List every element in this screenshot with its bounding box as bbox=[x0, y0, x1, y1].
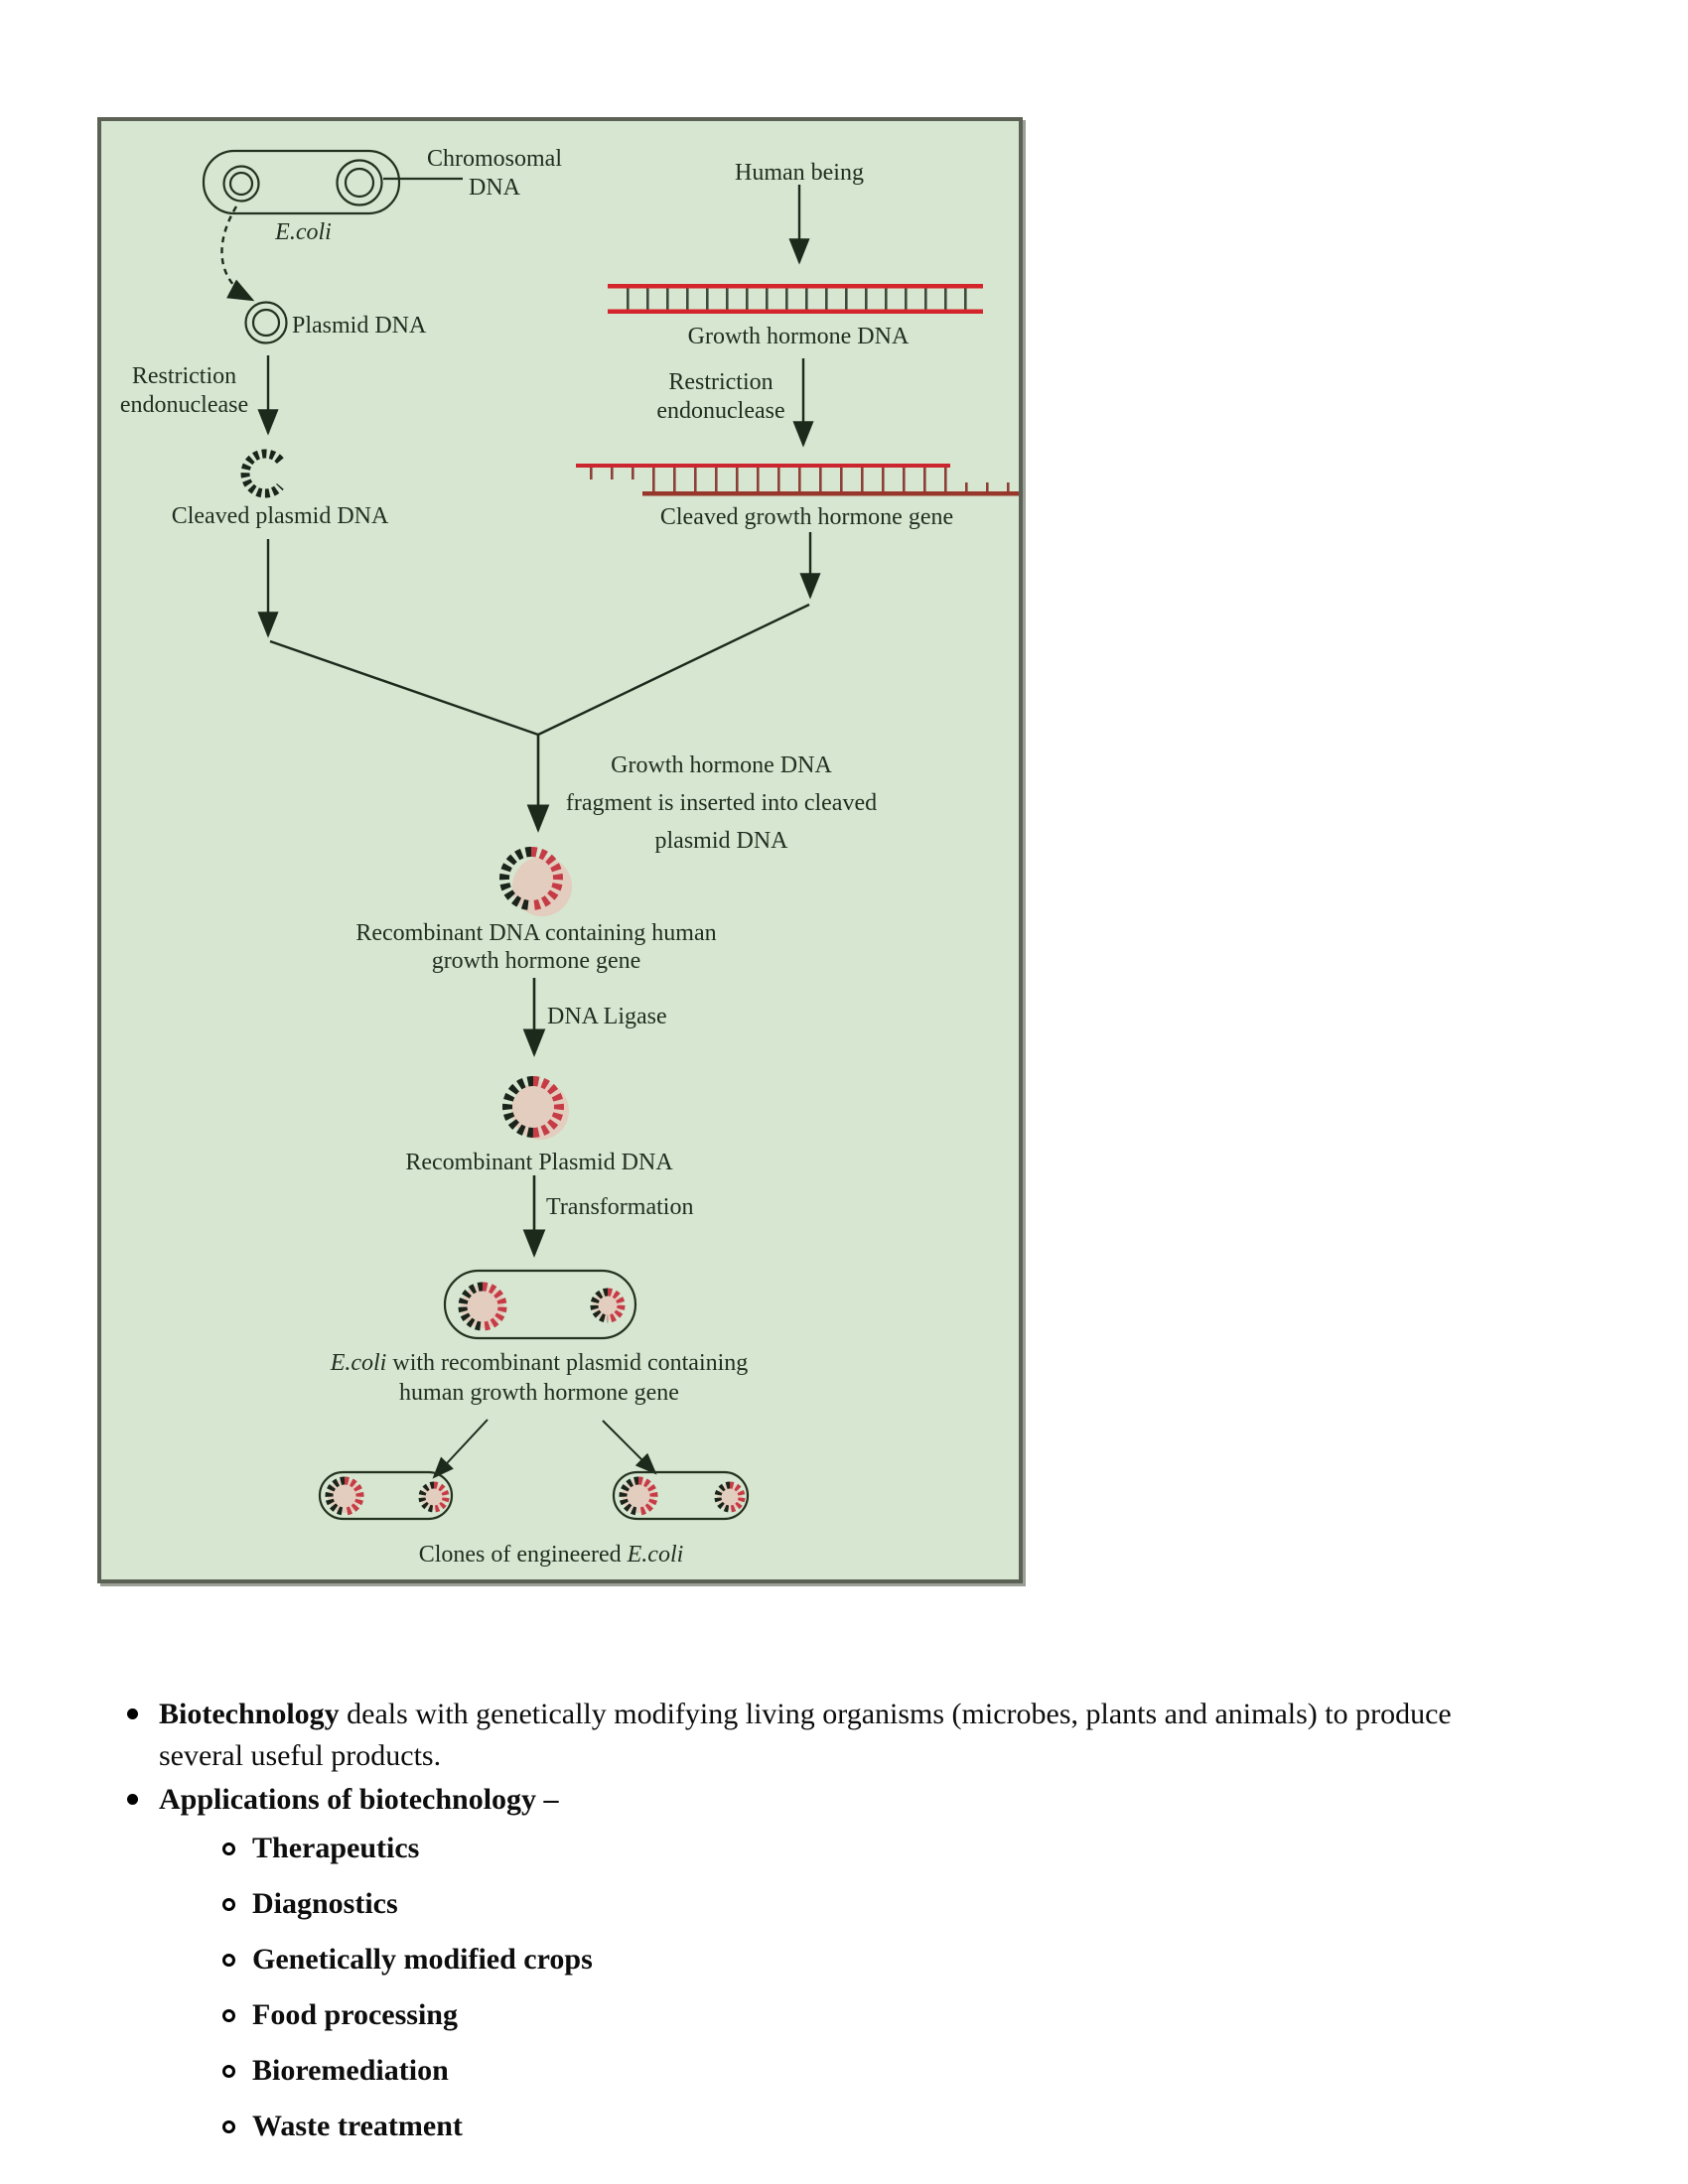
human-being-label: Human being bbox=[735, 160, 864, 186]
circle-bullet-icon bbox=[222, 2008, 235, 2022]
recombinant-dna-icon bbox=[499, 847, 572, 916]
cleaved-plasmid-icon bbox=[240, 449, 284, 498]
application-item: Genetically modified crops bbox=[222, 1932, 1617, 1987]
application-item: Food processing bbox=[222, 1987, 1617, 2043]
recombinant-plasmid-icon bbox=[502, 1076, 569, 1140]
applications-heading: Applications of biotechnology – bbox=[159, 1783, 559, 1816]
recombinant-plasmid-dna-label: Recombinant Plasmid DNA bbox=[405, 1150, 673, 1175]
right-merge-line bbox=[537, 603, 810, 737]
chromosomal-dna-label: Chromosomal DNA bbox=[427, 146, 562, 201]
restriction-endonuclease-right-label: Restriction endonuclease bbox=[656, 369, 785, 424]
bullet-biotechnology: Biotechnology deals with genetically mod… bbox=[127, 1694, 1617, 1777]
circle-bullet-icon bbox=[222, 1897, 235, 1911]
circle-bullet-icon bbox=[222, 2064, 235, 2078]
ecoli-with-recombinant-plasmid-icon bbox=[443, 1269, 637, 1340]
circle-bullet-icon bbox=[222, 2119, 235, 2133]
clone-ecoli-right-icon bbox=[612, 1470, 750, 1521]
cleaved-growth-hormone-gene-label: Cleaved growth hormone gene bbox=[659, 504, 954, 530]
recombinant-dna-diagram-panel: Chromosomal DNA E.coli Human being Plasm… bbox=[97, 117, 1023, 1583]
recombinant-dna-caption: Recombinant DNA containing human growth … bbox=[355, 920, 717, 974]
diagram-artwork bbox=[202, 149, 1019, 1521]
biotechnology-text: Biotechnology deals with genetically mod… bbox=[159, 1698, 1452, 1772]
application-item: Waste treatment bbox=[222, 2099, 1617, 2154]
clone-arrow-left bbox=[432, 1419, 489, 1479]
circle-bullet-icon bbox=[222, 1953, 235, 1967]
growth-hormone-dna-label: Growth hormone DNA bbox=[687, 324, 910, 349]
dna-ligase-label: DNA Ligase bbox=[547, 1004, 667, 1029]
application-item: Diagnostics bbox=[222, 1876, 1617, 1932]
application-item: Bioremediation bbox=[222, 2043, 1617, 2099]
insertion-caption: Growth hormone DNA fragment is inserted … bbox=[565, 752, 878, 854]
ecoli-result-caption: E.coli with recombinant plasmid containi… bbox=[330, 1350, 749, 1406]
clone-ecoli-left-icon bbox=[318, 1470, 454, 1521]
clones-caption: Clones of engineered E.coli bbox=[418, 1542, 684, 1568]
bullet-dot-icon bbox=[127, 1708, 138, 1719]
ecoli-label: E.coli bbox=[275, 219, 332, 245]
cleaved-growth-hormone-ladder bbox=[576, 464, 1019, 496]
bullet-applications: Applications of biotechnology – bbox=[127, 1779, 1617, 1821]
circle-bullet-icon bbox=[222, 1842, 235, 1855]
ecoli-cell-icon bbox=[202, 149, 463, 215]
clone-arrow-right bbox=[602, 1420, 657, 1475]
restriction-endonuclease-left-label: Restriction endonuclease bbox=[119, 363, 249, 418]
left-merge-line bbox=[269, 639, 539, 737]
application-item: Therapeutics bbox=[222, 1821, 1617, 1876]
notes-section: Biotechnology deals with genetically mod… bbox=[127, 1694, 1617, 2154]
plasmid-dna-label: Plasmid DNA bbox=[292, 313, 427, 339]
plasmid-dna-icon bbox=[244, 301, 288, 344]
transformation-label: Transformation bbox=[546, 1194, 694, 1220]
cleaved-plasmid-dna-label: Cleaved plasmid DNA bbox=[171, 503, 389, 529]
plasmid-release-dashed-arrow bbox=[220, 205, 255, 302]
bullet-dot-icon bbox=[127, 1794, 138, 1805]
growth-hormone-dna-ladder bbox=[608, 284, 983, 314]
